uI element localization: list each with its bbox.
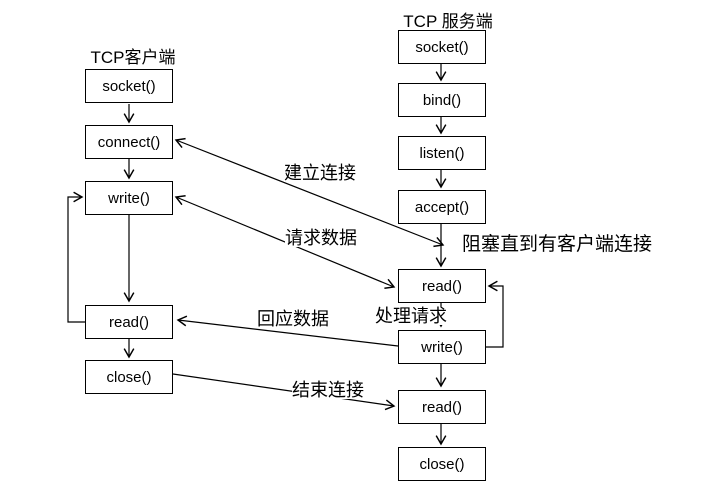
arrow-end-connection: [172, 373, 396, 411]
server-column-title: TCP 服务端: [403, 12, 493, 31]
label-end-connection: 结束连接: [292, 380, 364, 400]
loop-client-read-to-write: [67, 191, 86, 323]
client-node-socket: socket(): [85, 69, 173, 103]
server-node-bind: bind(): [398, 83, 486, 117]
server-node-accept: accept(): [398, 190, 486, 224]
arrow-establish-connection: [174, 137, 445, 248]
server-node-socket: socket(): [398, 30, 486, 64]
client-node-connect: connect(): [85, 125, 173, 159]
client-node-close: close(): [85, 360, 173, 394]
server-node-write: write(): [398, 330, 486, 364]
label-response-data: 回应数据: [257, 309, 329, 329]
server-node-read2: read(): [398, 390, 486, 424]
label-request-data: 请求数据: [285, 228, 357, 248]
client-column-title: TCP客户端: [90, 48, 176, 67]
label-establish-connection: 建立连接: [284, 163, 356, 183]
loop-server-write-to-read: [485, 280, 504, 348]
label-block-until-client-connects: 阻塞直到有客户端连接: [462, 234, 653, 255]
label-process-request: 处理请求: [375, 306, 447, 326]
server-node-close: close(): [398, 447, 486, 481]
arrow-response-data: [176, 315, 399, 347]
server-node-read1: read(): [398, 269, 486, 303]
server-node-listen: listen(): [398, 136, 486, 170]
client-node-write: write(): [85, 181, 173, 215]
client-node-read: read(): [85, 305, 173, 339]
